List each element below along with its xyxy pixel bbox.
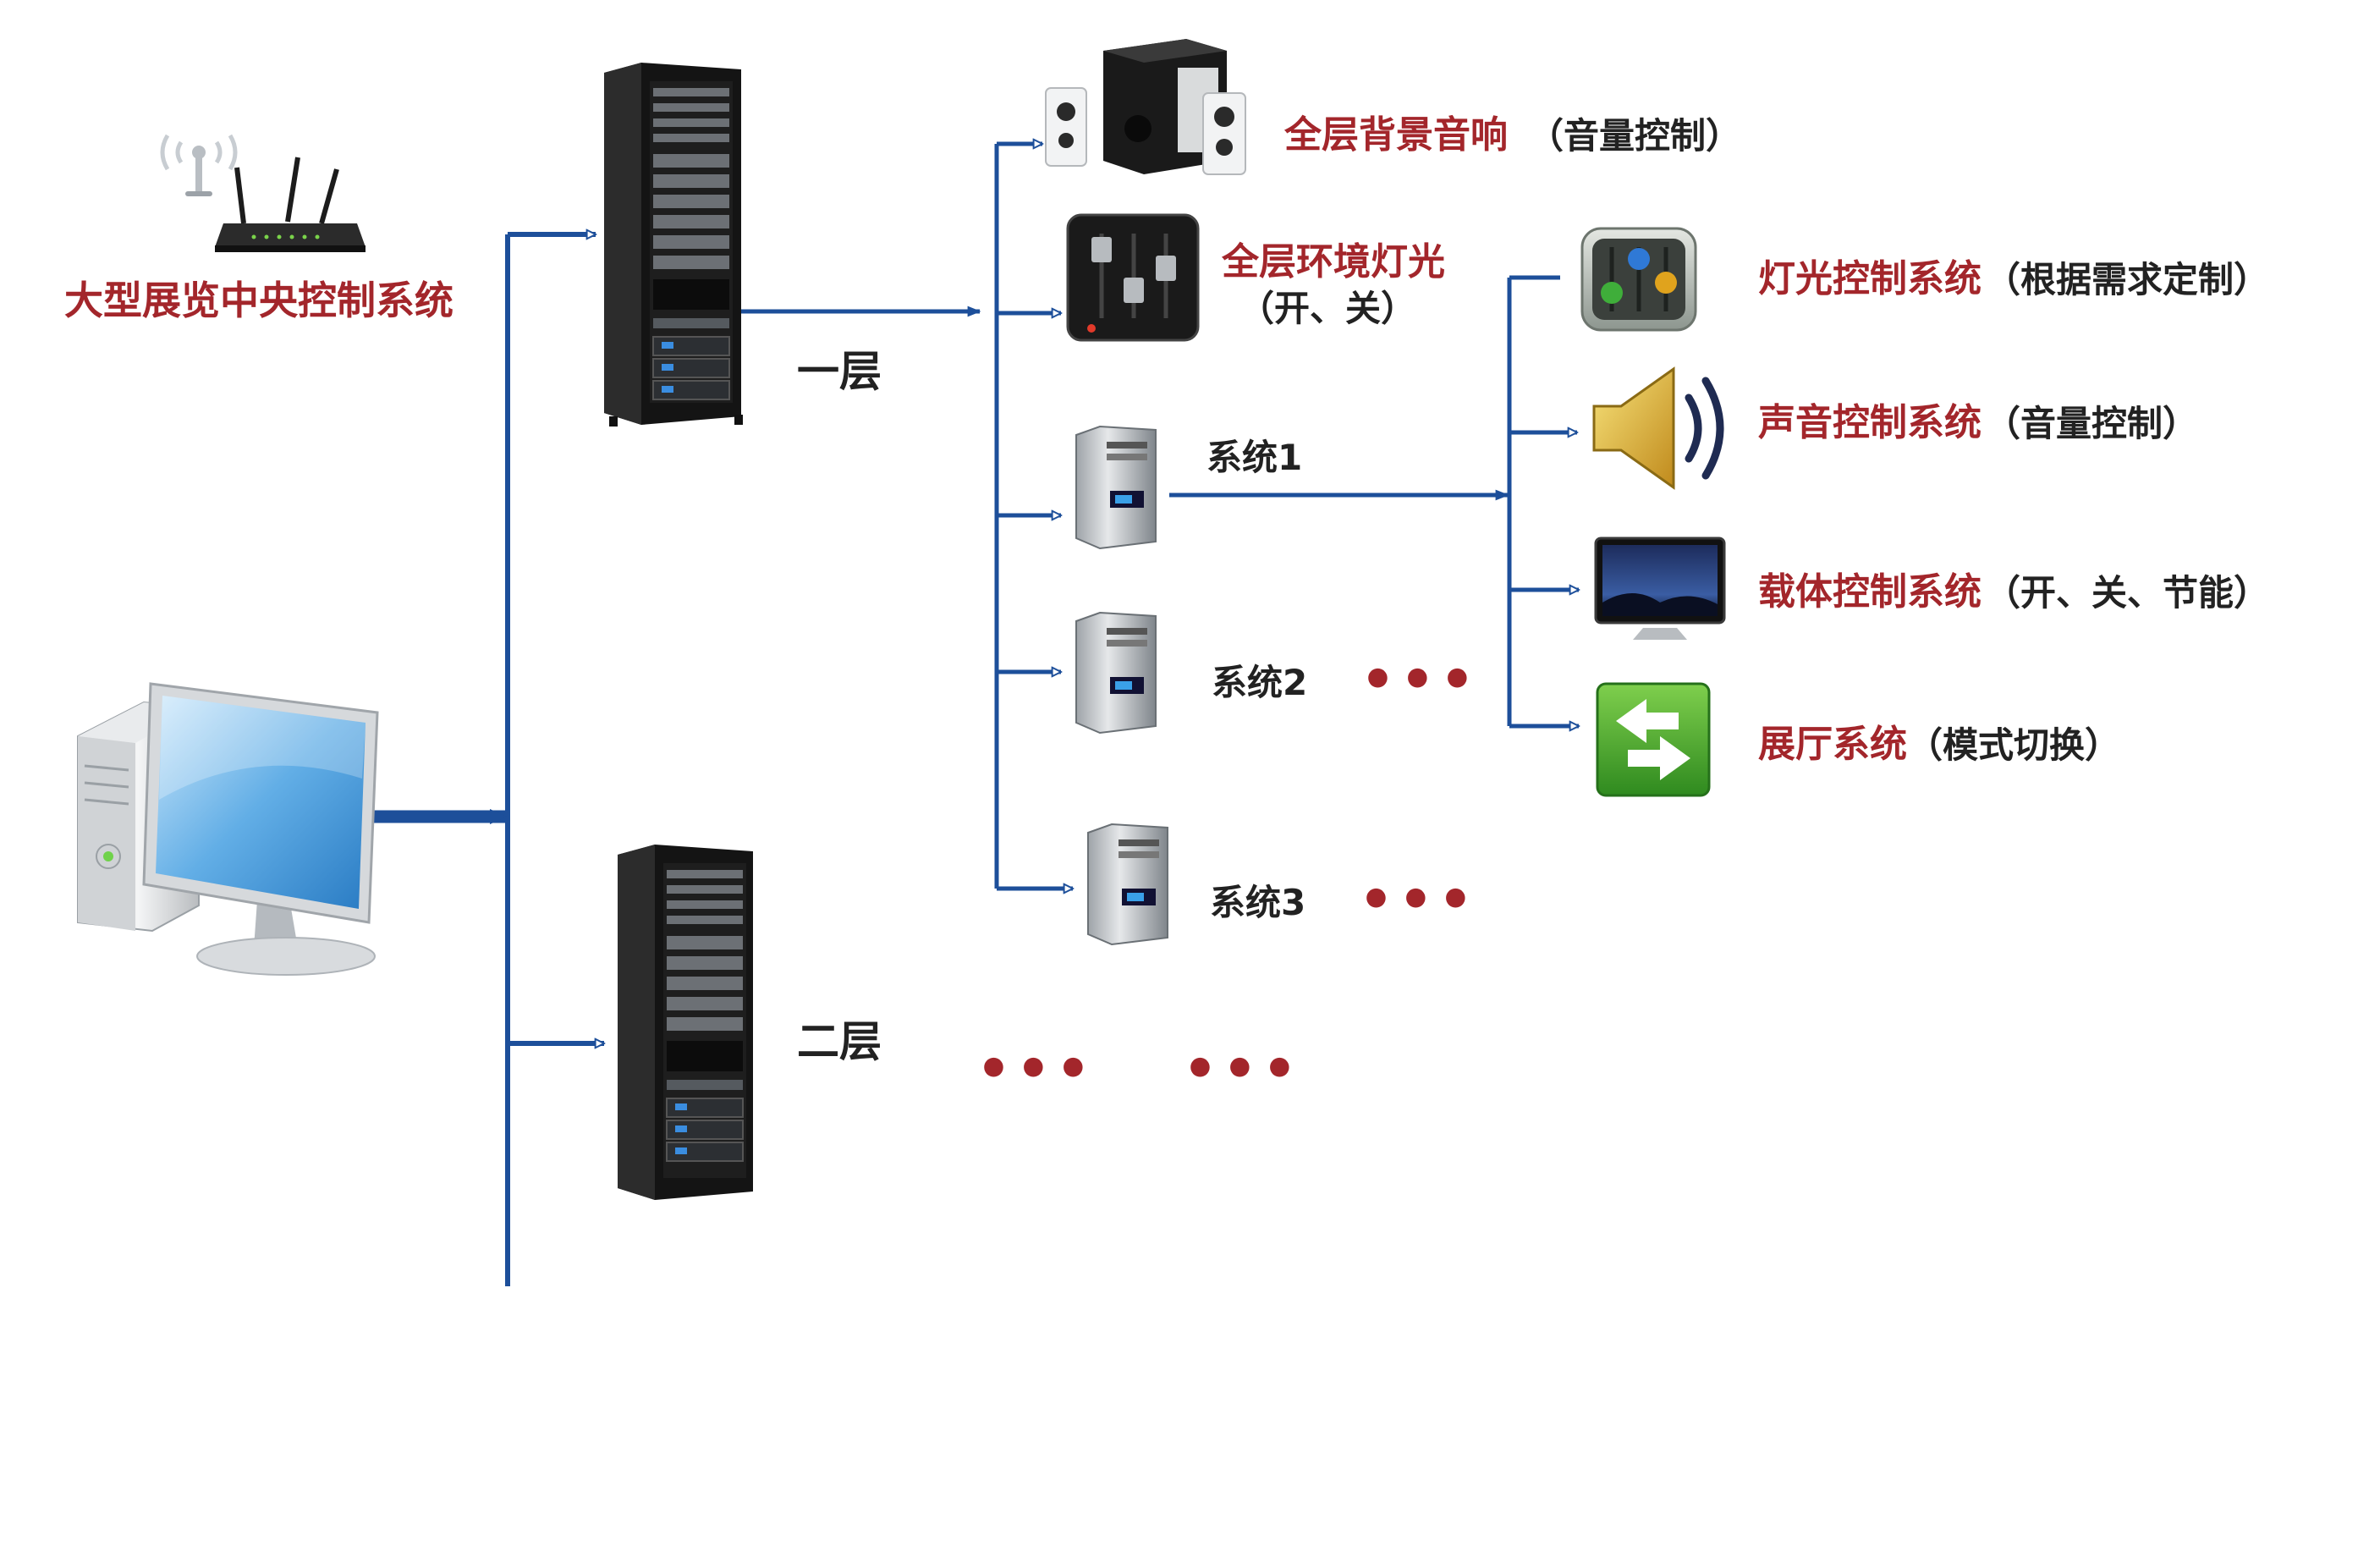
audio-sub-label: （音量控制）	[1528, 115, 1742, 157]
desktop-computer-icon	[77, 682, 379, 976]
floor2-ellipsis-1: •••	[976, 1038, 1096, 1101]
floor2-label: 二层	[797, 1017, 882, 1066]
speaker-icon	[1592, 366, 1724, 490]
system3-ellipsis: •••	[1359, 869, 1478, 932]
tower-pc-system3-icon	[1087, 823, 1168, 946]
switch-arrows-icon	[1596, 682, 1711, 797]
carrier-control-main-label: 载体控制系统	[1758, 570, 1982, 614]
floor1-label: 一层	[797, 347, 882, 396]
hall-system-main-label: 展厅系统	[1758, 723, 1907, 766]
lighting-sub-label: （开、关）	[1239, 288, 1417, 329]
floor2-ellipsis-2: •••	[1183, 1038, 1302, 1101]
sound-control-main-label: 声音控制系统	[1758, 401, 1982, 444]
tower-pc-system1-icon	[1075, 425, 1157, 550]
audio-main-label: 全层背景音响	[1284, 113, 1508, 157]
server-rack-floor1-icon	[604, 63, 743, 427]
system2-label: 系统2	[1212, 662, 1308, 703]
sound-control-sub-label: （音量控制）	[1985, 403, 2199, 444]
system1-label: 系统1	[1206, 437, 1303, 478]
tower-pc-system2-icon	[1075, 611, 1157, 735]
lighting-control-main-label: 灯光控制系统	[1758, 257, 1982, 300]
lighting-main-label: 全层环境灯光	[1222, 240, 1445, 283]
server-rack-floor2-icon	[618, 845, 753, 1200]
router-icon	[160, 134, 366, 252]
mixer-icon	[1580, 227, 1697, 332]
control-panel-icon	[1066, 213, 1200, 342]
monitor-icon	[1594, 537, 1726, 640]
system2-ellipsis: •••	[1360, 649, 1480, 712]
speakers-icon	[1045, 39, 1246, 175]
system3-label: 系统3	[1210, 882, 1306, 923]
hall-system-sub-label: （模式切换）	[1907, 724, 2121, 766]
connectors	[370, 144, 1579, 1286]
central-system-title: 大型展览中央控制系统	[64, 278, 453, 323]
lighting-control-sub-label: （根据需求定制）	[1985, 259, 2270, 300]
carrier-control-sub-label: （开、关、节能）	[1985, 572, 2270, 614]
